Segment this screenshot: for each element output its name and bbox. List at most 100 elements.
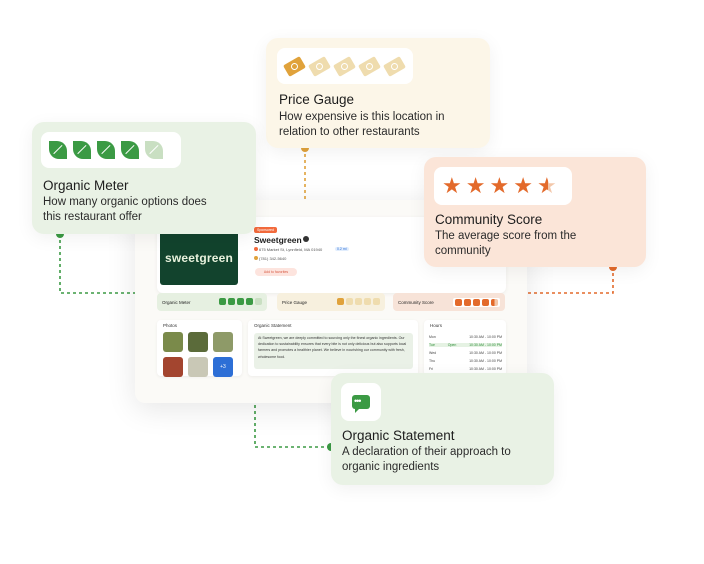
money-bill-icon bbox=[308, 55, 331, 77]
desc-line: How expensive is this location in bbox=[279, 111, 445, 123]
money-bill-icon bbox=[355, 298, 362, 305]
score-star-icons: ★ ★ ★ ★ ★ bbox=[434, 167, 572, 205]
star-half-icon: ★ bbox=[536, 173, 557, 198]
hours-day: Mon bbox=[429, 335, 436, 339]
desc-line: organic ingredients bbox=[342, 461, 440, 473]
mini-bill-icons bbox=[337, 298, 380, 305]
price-bill-icons bbox=[277, 48, 413, 84]
organic-meter-label: Organic Meter bbox=[162, 299, 191, 305]
organic-statement-panel: Organic Statement At Sweetgreen, we are … bbox=[248, 320, 418, 376]
community-score-chip[interactable]: Community Score bbox=[393, 293, 505, 311]
desc-line: The average score from the bbox=[435, 230, 577, 242]
hours-day: Wed bbox=[429, 351, 437, 355]
organic-statement-callout-title: Organic Statement bbox=[342, 428, 455, 443]
price-gauge-title: Price Gauge bbox=[279, 92, 355, 107]
price-gauge-desc: How expensive is this location in relatio… bbox=[279, 110, 445, 140]
hours-day: Tue bbox=[429, 343, 435, 347]
money-bill-icon bbox=[383, 55, 406, 77]
star-icon: ★ bbox=[465, 173, 486, 198]
star-icon bbox=[464, 299, 471, 306]
star-half-icon bbox=[491, 299, 498, 306]
desc-line: A declaration of their approach to bbox=[342, 446, 511, 458]
organic-leaf-icons bbox=[41, 132, 181, 168]
hours-time: 10:30 AM - 10:00 PM bbox=[469, 335, 502, 339]
hours-day: Fri bbox=[429, 367, 434, 371]
money-bill-icon bbox=[358, 55, 381, 77]
hours-row: Wed 10:30 AM - 10:00 PM bbox=[429, 351, 502, 355]
location-pin-icon bbox=[254, 247, 258, 251]
hours-title: Hours bbox=[430, 323, 443, 328]
hours-row: Thu 10:30 AM - 10:00 PM bbox=[429, 359, 502, 363]
logo-text: sweetgreen bbox=[164, 251, 234, 265]
hours-day: Thu bbox=[429, 359, 436, 363]
verified-icon bbox=[303, 236, 309, 242]
community-score-title: Community Score bbox=[435, 212, 543, 227]
restaurant-phone[interactable]: (781) 342-5640 bbox=[259, 256, 287, 261]
leaf-icon bbox=[237, 298, 244, 305]
hours-time: 10:30 AM - 10:00 PM bbox=[469, 359, 502, 363]
star-icon bbox=[455, 299, 462, 306]
leaf-icon bbox=[219, 298, 226, 305]
distance-badge: 0.2 mi bbox=[335, 247, 349, 251]
leaf-icon bbox=[73, 141, 91, 159]
star-icon: ★ bbox=[513, 173, 533, 198]
star-icon: ★ bbox=[442, 173, 462, 198]
money-bill-icon bbox=[333, 55, 356, 77]
leaf-icon bbox=[97, 141, 115, 159]
leaf-icon bbox=[228, 298, 235, 305]
money-bill-icon bbox=[337, 298, 344, 305]
leaf-icon bbox=[246, 298, 253, 305]
community-score-callout: ★ ★ ★ ★ ★ Community Score The average sc… bbox=[424, 157, 646, 267]
restaurant-logo: sweetgreen bbox=[160, 231, 238, 285]
star-icon bbox=[473, 299, 480, 306]
mini-star-icons bbox=[453, 298, 500, 307]
food-photo[interactable] bbox=[213, 332, 233, 352]
price-gauge-chip[interactable]: Price Gauge bbox=[277, 293, 385, 311]
organic-meter-desc: How many organic options does this restau… bbox=[43, 195, 207, 225]
money-bill-icon bbox=[346, 298, 353, 305]
hours-time: 10:30 AM - 10:00 PM bbox=[469, 367, 502, 371]
more-photos-count: +3 bbox=[220, 364, 226, 370]
mini-leaf-icons bbox=[219, 298, 262, 305]
leaf-icon bbox=[255, 298, 262, 305]
community-score-desc: The average score from the community bbox=[435, 229, 576, 259]
organic-meter-callout: Organic Meter How many organic options d… bbox=[32, 122, 256, 234]
food-photo[interactable] bbox=[188, 357, 208, 377]
price-gauge-label: Price Gauge bbox=[282, 299, 308, 305]
hours-time: 10:30 AM - 10:00 PM bbox=[469, 343, 502, 347]
leaf-icon bbox=[145, 141, 163, 159]
organic-statement-callout: Organic Statement A declaration of their… bbox=[331, 373, 554, 485]
food-photo[interactable] bbox=[163, 357, 183, 377]
price-gauge-callout: Price Gauge How expensive is this locati… bbox=[266, 38, 490, 148]
star-icon: ★ bbox=[489, 173, 510, 198]
sponsored-badge: Sponsored bbox=[254, 227, 277, 233]
organic-statement-title: Organic Statement bbox=[254, 323, 292, 328]
desc-line: community bbox=[435, 245, 491, 257]
chat-bubble-icon bbox=[352, 395, 370, 413]
food-photo[interactable] bbox=[163, 332, 183, 352]
desc-line: this restaurant offer bbox=[43, 211, 142, 223]
leaf-icon bbox=[121, 141, 139, 159]
more-photos-button[interactable]: +3 bbox=[213, 357, 233, 377]
food-photo[interactable] bbox=[188, 332, 208, 352]
statement-icon-box bbox=[341, 383, 381, 421]
add-favorite-button[interactable]: Add to favorites bbox=[255, 268, 297, 276]
restaurant-name: Sweetgreen bbox=[254, 235, 302, 245]
desc-line: How many organic options does bbox=[43, 196, 207, 208]
hours-time: 10:30 AM - 10:00 PM bbox=[469, 351, 502, 355]
add-favorite-label: Add to favorites bbox=[263, 270, 289, 274]
organic-statement-desc: A declaration of their approach to organi… bbox=[342, 445, 511, 475]
photos-title: Photos bbox=[163, 323, 178, 328]
phone-icon bbox=[254, 256, 258, 260]
desc-line: relation to other restaurants bbox=[279, 126, 420, 138]
leaf-icon bbox=[49, 141, 67, 159]
money-bill-icon bbox=[364, 298, 371, 305]
organic-meter-title: Organic Meter bbox=[43, 178, 129, 193]
star-icon bbox=[482, 299, 489, 306]
money-bill-icon bbox=[373, 298, 380, 305]
hours-row: Fri 10:30 AM - 10:00 PM bbox=[429, 367, 502, 371]
money-bill-icon bbox=[283, 55, 306, 77]
organic-meter-chip[interactable]: Organic Meter bbox=[157, 293, 267, 311]
